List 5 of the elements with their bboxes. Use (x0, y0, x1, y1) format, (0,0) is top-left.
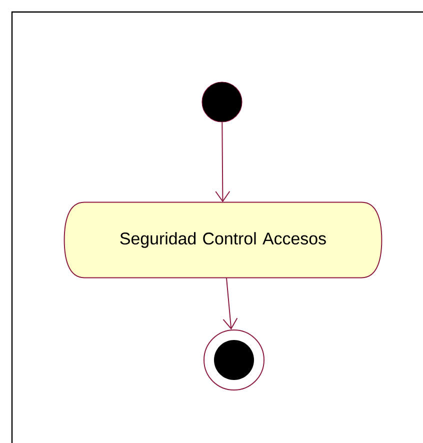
activity-box: Seguridad Control Accesos (64, 202, 382, 278)
arrow (215, 122, 230, 202)
arrow (222, 277, 238, 330)
start-node (202, 82, 242, 122)
end-node (204, 330, 264, 390)
